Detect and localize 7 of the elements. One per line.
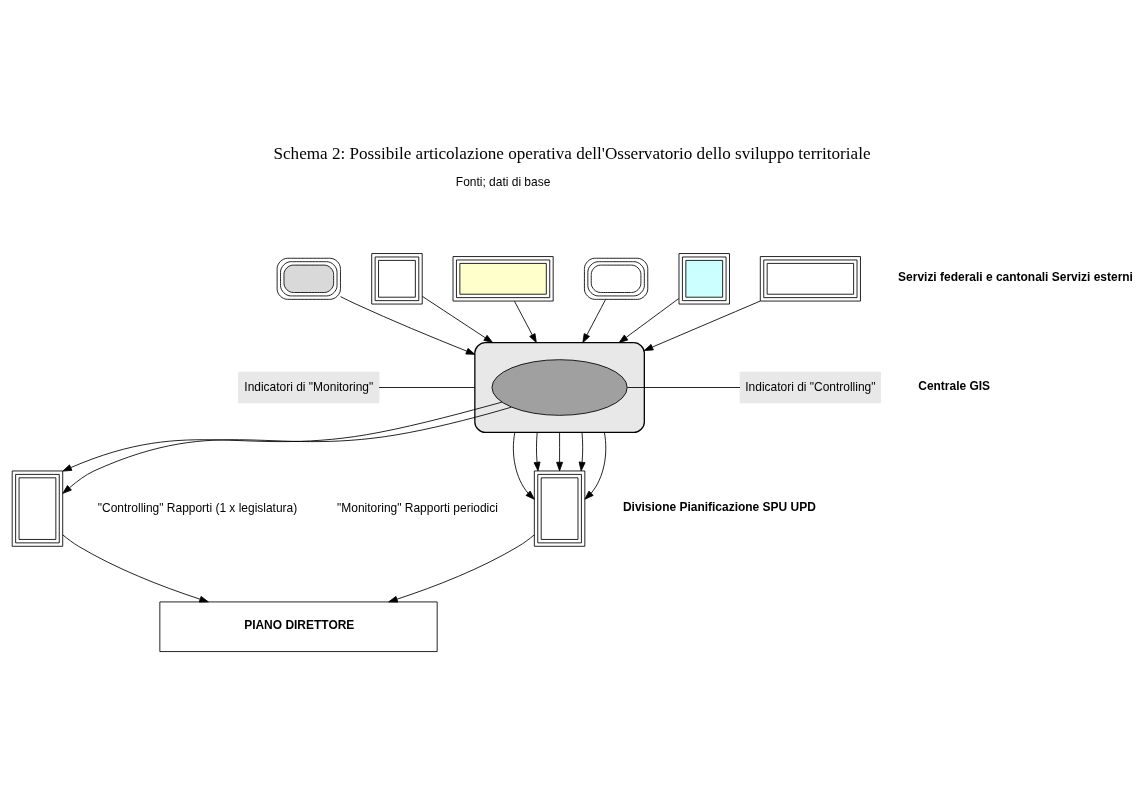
- label: Servizi federali e cantonali Servizi esterni: [898, 269, 1133, 284]
- label: Centrale GIS: [918, 378, 991, 393]
- label: Divisione Pianificazione SPU UPD: [622, 499, 816, 514]
- diagram-title: Schema 2: Possibile articolazione operativa dell'Osservatorio dello sviluppo territoriale: [273, 143, 871, 163]
- node-label: "Monitoring" Rapporti periodici: [337, 500, 498, 515]
- node-label: "Controlling" Rapporti (1 x legislatura): [97, 500, 298, 515]
- label: Fonti; dati di base: [455, 174, 551, 189]
